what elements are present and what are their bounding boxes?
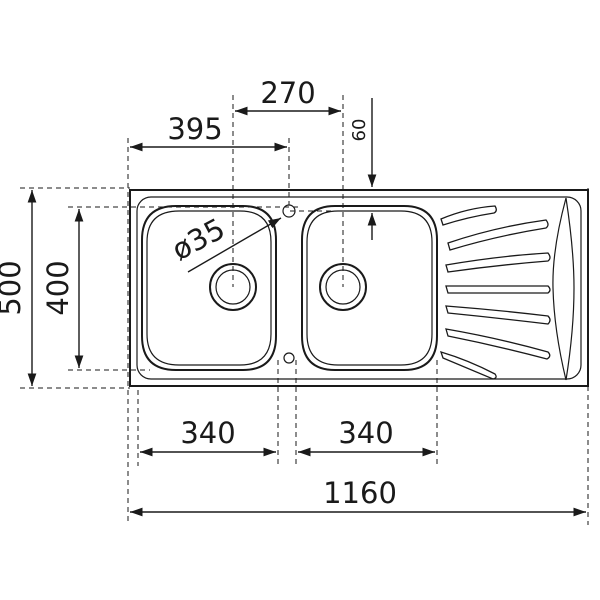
- left-bowl-inner: [146, 210, 272, 366]
- extension-lines: [20, 95, 589, 525]
- overflow-hole: [283, 352, 295, 364]
- dim-label-diameter-35: ø35: [166, 211, 230, 267]
- dim-diameter-35: ø35: [166, 211, 282, 273]
- dim-label-340-right: 340: [338, 416, 393, 450]
- sink-inner-rim: [136, 196, 582, 380]
- dim-395: 395: [130, 112, 287, 152]
- drainer-grooves: [439, 205, 551, 380]
- right-bowl-inner: [306, 210, 433, 366]
- dim-label-60: 60: [349, 119, 370, 142]
- dim-label-400: 400: [41, 260, 75, 315]
- dim-400: 400: [41, 209, 84, 368]
- dim-label-1160: 1160: [323, 476, 397, 510]
- dim-label-395: 395: [167, 112, 222, 146]
- dim-1160: 1160: [130, 476, 586, 517]
- dim-270: 270: [235, 76, 341, 116]
- dim-340-right: 340: [298, 416, 435, 457]
- dim-label-500: 500: [0, 260, 27, 315]
- dim-label-270: 270: [260, 76, 315, 110]
- drainer-board: [439, 197, 575, 381]
- dim-500: 500: [0, 190, 37, 386]
- dim-340-left: 340: [140, 416, 276, 457]
- right-bowl: [301, 205, 438, 371]
- drainer-edge: [552, 197, 567, 381]
- dim-label-340-left: 340: [180, 416, 235, 450]
- dim-60: 60: [349, 98, 377, 240]
